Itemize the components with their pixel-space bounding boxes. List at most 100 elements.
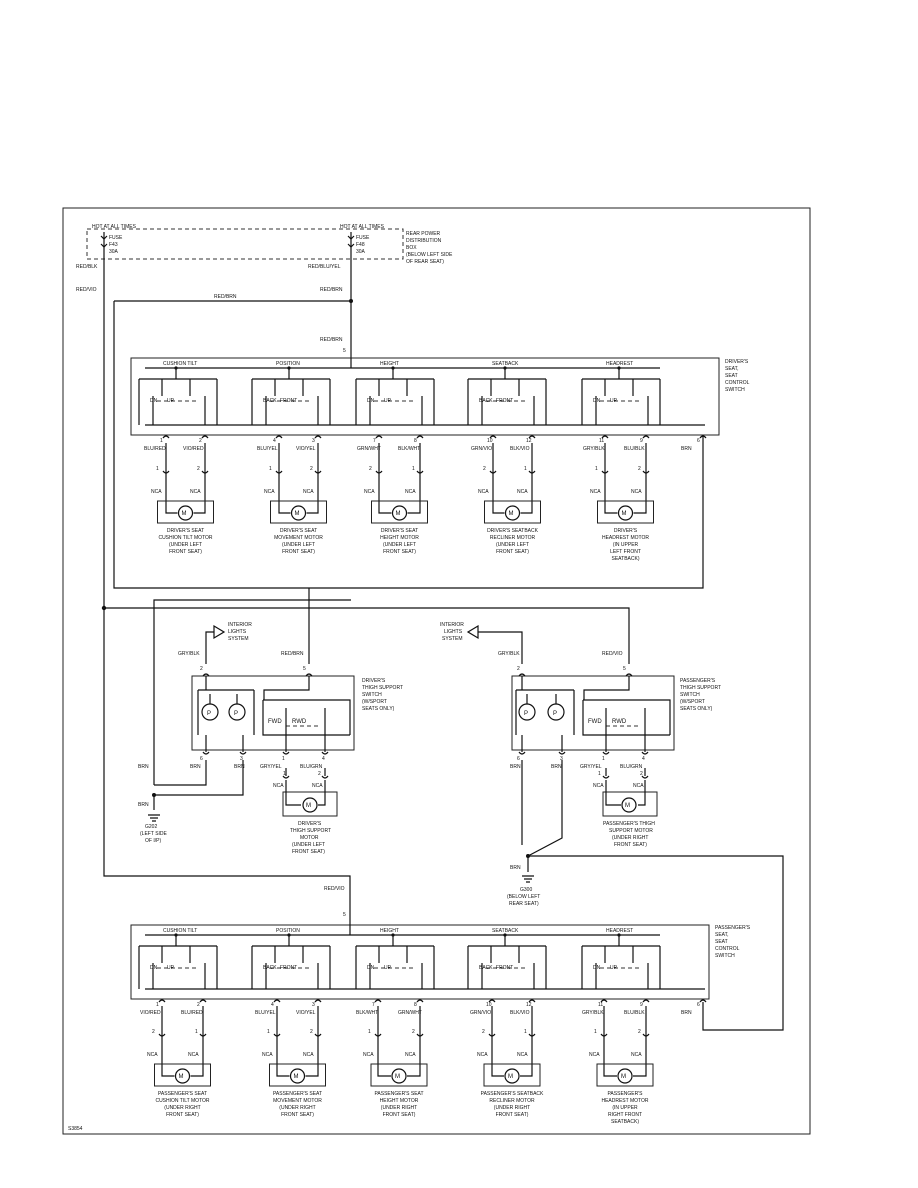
fuse-f48-label: FUSE: [356, 235, 370, 241]
nca-label: NCA: [363, 1052, 374, 1058]
connector-pin: 3: [312, 438, 315, 444]
motor-label: MOVEMENT MOTOR: [273, 1098, 322, 1104]
motor-label: THIGH SUPPORT: [290, 828, 331, 834]
motor-symbol: M: [395, 1074, 400, 1080]
connector-pin-symbol: [489, 435, 497, 439]
rwd-label: RWD: [612, 719, 627, 725]
connector-pin-symbol: [273, 999, 281, 1003]
motor-label: MOVEMENT MOTOR: [274, 535, 323, 541]
junction-dot: [503, 366, 507, 370]
connector-pin: 4: [642, 756, 645, 762]
switch-position-a: BACK: [263, 965, 277, 971]
motor-label: DRIVER'S: [298, 821, 322, 827]
motor-icon: [621, 797, 637, 813]
switch-contact-frame: [138, 945, 218, 989]
motor-icon: [504, 1068, 520, 1084]
motor-symbol: M: [179, 1074, 184, 1080]
switch-section-title: HEADREST: [606, 361, 633, 367]
motor-housing: [596, 1063, 654, 1087]
junction-dot: [391, 933, 395, 937]
switch-position-b: UP: [167, 398, 175, 404]
connector-pin-symbol: [642, 435, 650, 439]
ground-g300: (BELOW LEFT: [507, 894, 540, 900]
switch-position-b: UP: [384, 965, 392, 971]
connector-pin-symbol: [601, 435, 609, 439]
motor-label: SEATBACK): [611, 1119, 639, 1125]
motor-label: PASSENGER'S THIGH: [603, 821, 655, 827]
wire-label-red-blu-yel: RED/BLU/YEL: [308, 264, 341, 270]
motor-label: RIGHT FRONT: [608, 1112, 642, 1118]
top-feed-wires: RED/BLK RED/VIO RED/BLU/YEL RED/BRN RED/…: [76, 256, 704, 916]
motor-label: DRIVER'S SEATBACK: [487, 528, 539, 534]
wire-label: BLU/YEL: [257, 446, 278, 452]
motor-pin: 2: [197, 466, 200, 472]
connector-pin: 5: [303, 666, 306, 672]
connector-pin: 4: [322, 756, 325, 762]
fuse-f43-rating: 30A: [109, 249, 119, 255]
switch-contact-frame: [251, 378, 331, 425]
motor-housing: [370, 1063, 428, 1087]
figure-id: S3854: [68, 1126, 83, 1132]
connector-pin: 6: [200, 756, 203, 762]
junction-dot: [174, 366, 178, 370]
switch-contact-leg: [265, 963, 319, 989]
motor-label: FRONT SEAT): [166, 1112, 199, 1118]
motor-label: (UNDER LEFT: [383, 542, 416, 548]
switch-position-a: DN: [593, 398, 601, 404]
motor-label: SUPPORT MOTOR: [609, 828, 653, 834]
wire-label: BRN: [190, 764, 201, 770]
motor-label: (UNDER LEFT: [496, 542, 529, 548]
motor-pin: 2: [638, 466, 641, 472]
switch-contact-frame: [355, 945, 435, 989]
connector-pin-symbol: [601, 470, 650, 474]
motor-label: (UNDER RIGHT: [279, 1105, 315, 1111]
nca-label: NCA: [478, 489, 489, 495]
diagram-border: [62, 207, 811, 1135]
connector-pin: 4: [273, 438, 276, 444]
switch-position-a: DN: [150, 398, 158, 404]
nca-label: NCA: [262, 1052, 273, 1058]
connector-pin-symbol: [273, 1033, 322, 1037]
connector-pin-symbol: [600, 1033, 650, 1037]
motor-wire: [165, 443, 206, 514]
connector-pin-symbol: [600, 999, 608, 1003]
motor-icon: [504, 505, 521, 521]
switch-contact-frame: [581, 945, 661, 989]
switch-position-a: BACK: [263, 398, 277, 404]
passenger-switch-label: SWITCH: [715, 953, 735, 959]
connector-pin-symbol: [642, 999, 650, 1003]
switch-section-title: POSITION: [276, 928, 300, 934]
box-label-line: DISTRIBUTION: [406, 238, 442, 244]
driver-switch-label: SEAT,: [725, 366, 739, 372]
motor-label: HEADREST MOTOR: [602, 535, 649, 541]
wire-label: BLK/WHT: [398, 446, 420, 452]
motor-housing: [154, 1063, 211, 1087]
wire-label-red-brn: RED/BRN: [320, 337, 343, 343]
connector-pin-symbol: [374, 999, 382, 1003]
junction-dot: [617, 933, 621, 937]
motor-label: DRIVER'S SEAT: [381, 528, 418, 534]
motor-icon: [290, 505, 307, 521]
wire-label: VIO/YEL: [296, 446, 316, 452]
nca-label: NCA: [188, 1052, 199, 1058]
motor-label: HEADREST MOTOR: [601, 1098, 648, 1104]
wire-label: BLU/RED: [144, 446, 166, 452]
motor-housing: [157, 500, 214, 524]
motor-label: (UNDER RIGHT: [494, 1105, 530, 1111]
rwd-label: RWD: [292, 719, 307, 725]
connector-pin: 10: [487, 438, 493, 444]
switch-section-title: CUSHION TILT: [163, 361, 197, 367]
switch-symbol: P: [553, 711, 557, 717]
driver-switch-feed-pin: 5: [343, 348, 346, 354]
motor-label: FRONT SEAT): [281, 1112, 314, 1118]
motor-label: FRONT SEAT): [282, 549, 315, 555]
motor-pin: 2: [318, 771, 321, 777]
interior-lights-label: SYSTEM: [442, 636, 463, 642]
thigh-switch-label: SWITCH: [680, 692, 700, 698]
hot-at-all-times-right: HOT AT ALL TIMES: [340, 224, 385, 230]
wire-label: BRN: [234, 764, 245, 770]
motor-wire: [276, 1006, 319, 1077]
switch-contact-leg: [152, 396, 206, 425]
motor-icon: [289, 1068, 306, 1084]
